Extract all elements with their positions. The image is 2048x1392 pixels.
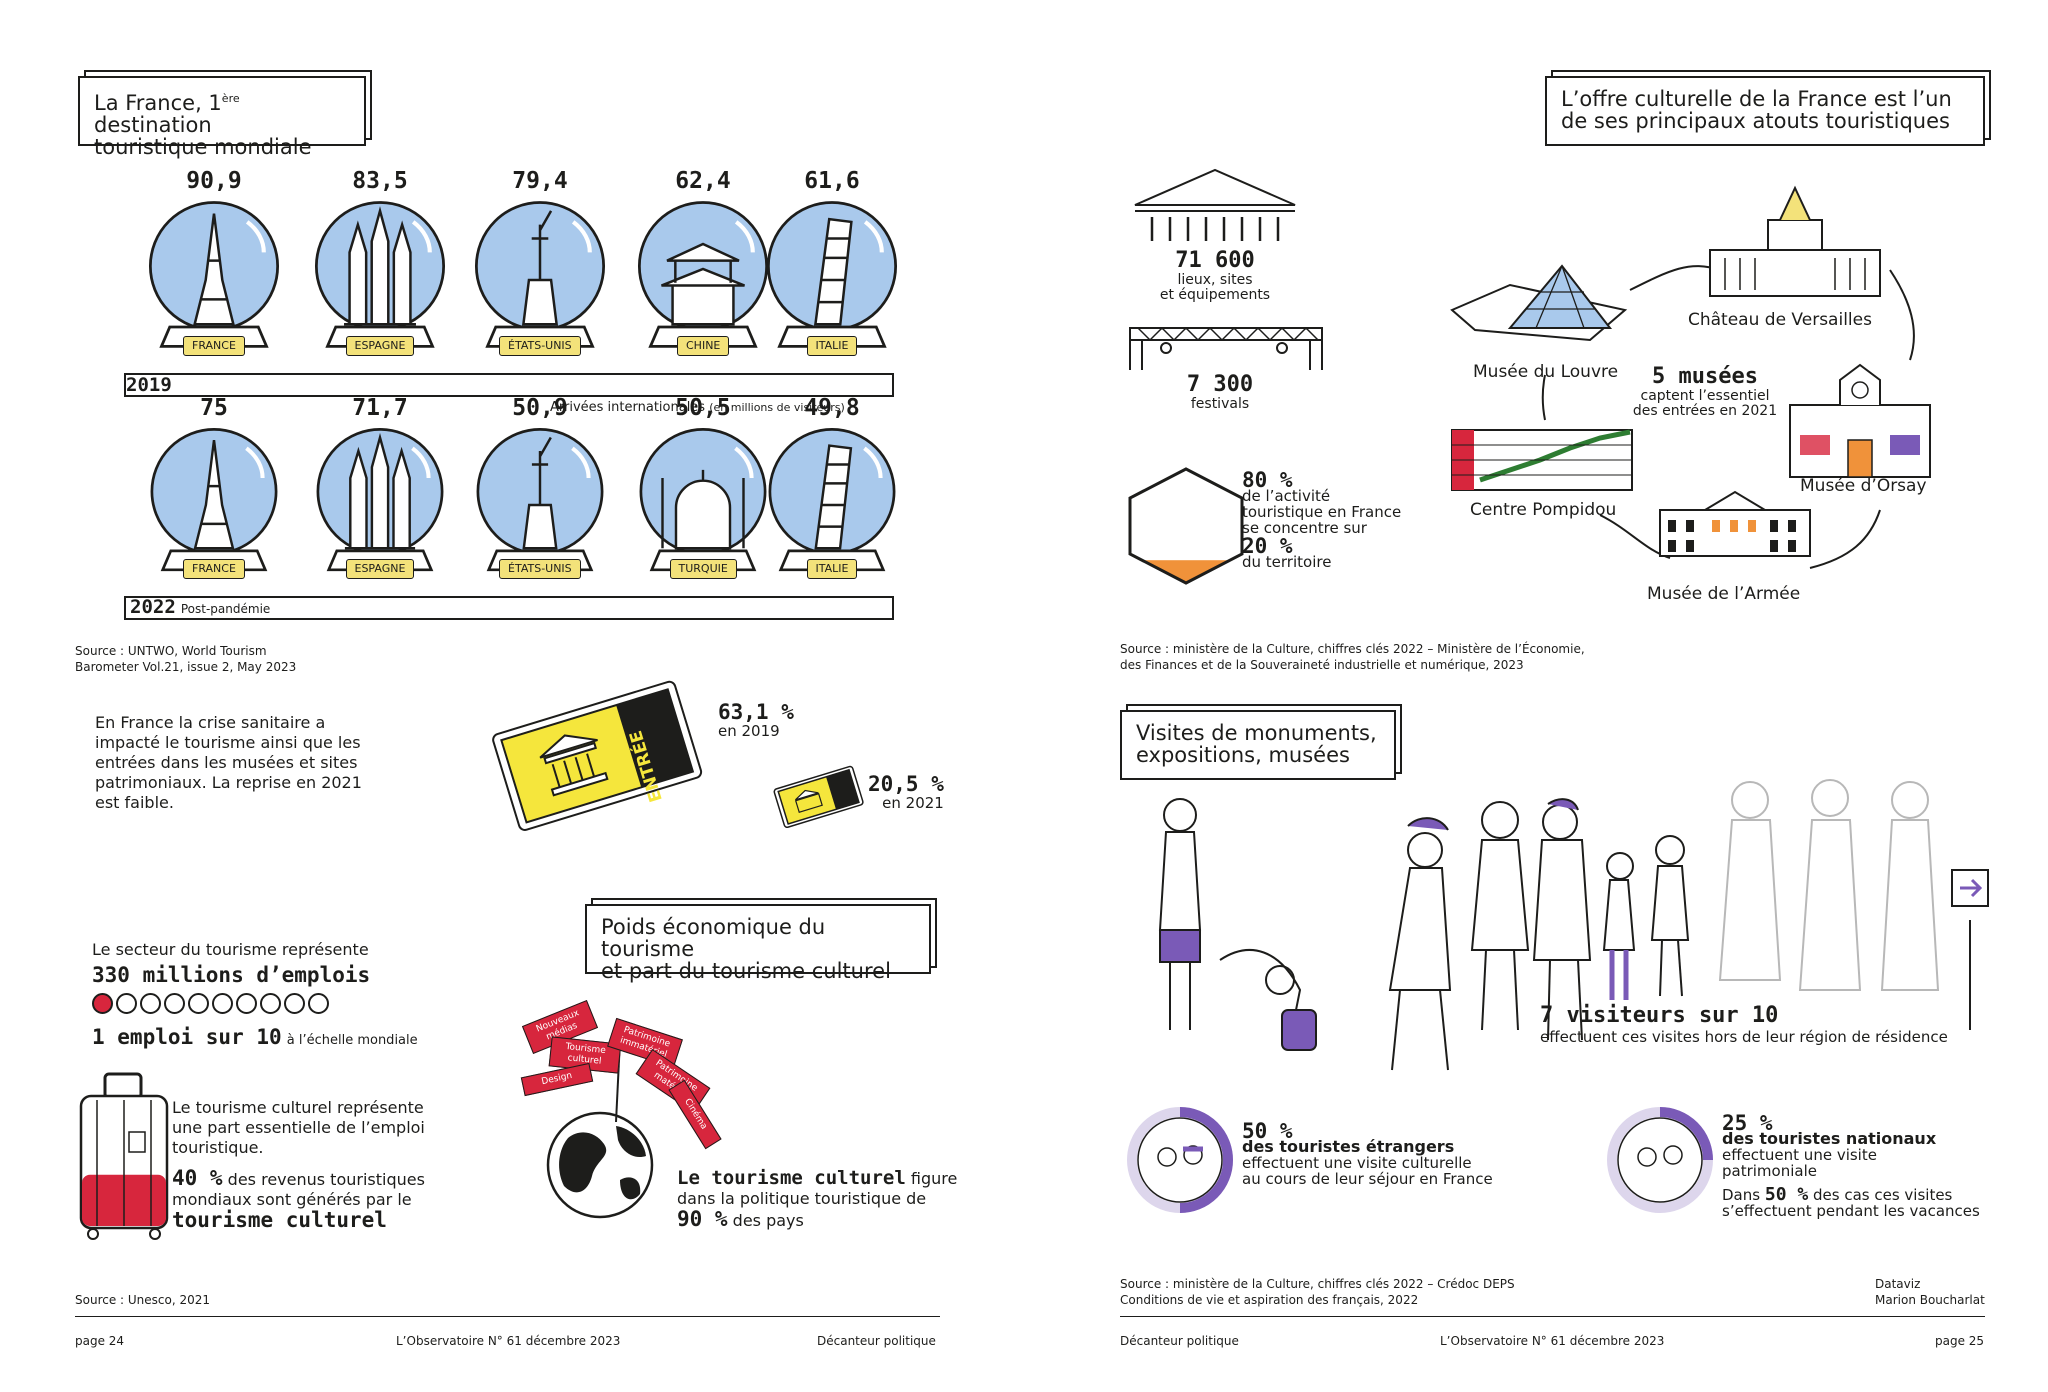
globe-value: 50,5 [675,395,731,421]
job-dot-empty [236,993,257,1014]
globe-value: 83,5 [352,168,408,194]
shelf-2019 [124,373,894,397]
job-dot-empty [284,993,305,1014]
national-tourists-donut [1607,1107,1713,1213]
footer-rule-left [75,1316,940,1317]
eiffel-tower-icon [150,428,278,572]
source-culture-economy: Source : ministère de la Culture, chiffr… [1120,642,1585,672]
ticket-large-illustration: ENTRÉE [492,680,703,831]
museum-pompidou: Centre Pompidou [1470,500,1617,520]
page-number-right: page 25 [1935,1334,1985,1348]
section-left: Décanteur politique [817,1334,936,1348]
country-plate: TURQUIE [669,559,737,579]
source-untwo: Source : UNTWO, World Tourism Barometer … [75,644,297,674]
globe-value: 62,4 [675,168,731,194]
job-dot-empty [116,993,137,1014]
statue-of-liberty-icon [476,428,604,572]
globe-value: 79,4 [512,168,568,194]
pagoda-icon [637,201,769,348]
museum-versailles: Château de Versailles [1688,310,1872,330]
country-plate: ESPAGNE [345,336,415,356]
stage-truss-icon [1129,326,1323,370]
title-box-economic-weight: Poids économique du tourisme et part du … [585,904,931,982]
source-culture-credoc: Source : ministère de la Culture, chiffr… [1120,1277,1515,1307]
museum-orsay: Musée d’Orsay [1800,476,1927,496]
policy-text: Le tourisme culturel figure dans la poli… [677,1167,958,1231]
ticket-small-illustration [773,765,864,829]
job-dot-empty [188,993,209,1014]
country-plate: ÉTATS-UNIS [499,559,581,579]
globe-value: 61,6 [804,168,860,194]
job-dot-empty [140,993,161,1014]
globe-value: 71,7 [352,395,408,421]
visitors-stat: 7 visiteurs sur 10 effectuent ces visite… [1540,1003,1948,1046]
crisis-text: En France la crise sanitaire a impacté l… [95,713,362,812]
year-2022: 2022 Post-pandémie [130,596,271,618]
section-right: Décanteur politique [1120,1334,1239,1348]
page-number-left: page 24 [75,1334,125,1348]
job-dot-filled [92,993,113,1014]
country-plate: CHINE [677,336,730,356]
job-dot-empty [260,993,281,1014]
globe-value: 49,8 [804,395,860,421]
globe-value: 90,9 [186,168,242,194]
venues-stat: 71 600 lieux, sites et équipements [1159,248,1271,303]
year-2019: 2019 [126,374,172,396]
globe-signposts-illustration [546,1039,654,1219]
globe-value: 75 [200,395,228,421]
museums-cycle-illustration [1450,185,1931,569]
suitcase-illustration [79,1072,169,1240]
source-unesco: Source : Unesco, 2021 [75,1293,211,1307]
hexagon-territory-icon [1128,467,1244,585]
title-box-destination: La France, 1ère destination touristique … [78,76,366,158]
temple-icon [1134,168,1296,241]
culture-text: Le tourisme culturel représente une part… [172,1098,425,1232]
title-box-cultural-offer: L’offre culturelle de la France est l’un… [1545,76,1985,146]
jobs-block: Le secteur du tourisme représente 330 mi… [92,940,418,1049]
job-dot-empty [212,993,233,1014]
sagrada-familia-icon [314,201,446,348]
job-dot-empty [164,993,185,1014]
museum-louvre: Musée du Louvre [1473,362,1619,382]
arrivals-caption: Arrivées internationales (en millions de… [550,400,845,415]
pisa-tower-icon [768,428,896,572]
country-plate: ITALIE [806,559,858,579]
foreign-tourists-donut [1127,1107,1233,1213]
country-plate: FRANCE [183,559,245,579]
dataviz-credit: Dataviz Marion Boucharlat [1875,1277,1985,1307]
footer-rule-right [1120,1316,1985,1317]
territory-stat: 80 % de l’activité touristique en France… [1242,468,1402,571]
country-plate: FRANCE [183,336,245,356]
shelf-2022 [124,596,894,620]
foreign-tourists-stat: 50 % des touristes étrangers effectuent … [1242,1119,1493,1188]
national-tourists-stat: 25 % des touristes nationaux effectuent … [1722,1111,1980,1220]
festivals-stat: 7 300 festivals [1186,372,1254,412]
ticket-2021-stat: 20,5 % en 2021 [868,772,944,812]
issue-right: L’Observatoire N° 61 décembre 2023 [1440,1334,1665,1348]
title-box-visits: Visites de monuments, expositions, musée… [1120,710,1396,780]
country-plate: ITALIE [806,336,858,356]
globe-value: 50,9 [512,395,568,421]
museum-armee: Musée de l’Armée [1647,584,1801,604]
visitors-queue-illustration [1158,779,1989,1071]
country-plate: ESPAGNE [345,559,415,579]
issue-left: L’Observatoire N° 61 décembre 2023 [396,1334,621,1348]
jobs-ratio-dots [92,993,418,1017]
job-dot-empty [308,993,329,1014]
ticket-2019-stat: 63,1 % en 2019 [718,700,794,740]
country-plate: ÉTATS-UNIS [499,336,581,356]
five-museums-stat: 5 musées captent l’essentiel des entrées… [1632,364,1778,419]
